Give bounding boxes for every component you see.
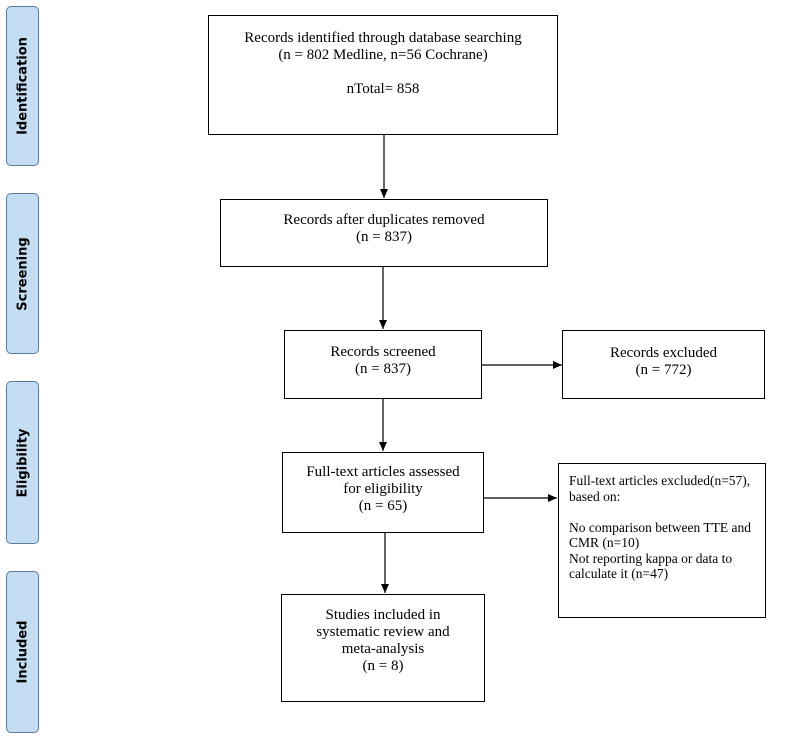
- box-text-line: Full-text articles assessed: [306, 464, 460, 480]
- box-fulltext-assessed: Full-text articles assessed for eligibil…: [282, 452, 484, 533]
- box-text-line: [209, 64, 557, 81]
- box-text-line: (n = 837): [355, 361, 411, 377]
- box-text-line: Records excluded: [609, 345, 718, 361]
- box-text-line: Studies included in: [325, 607, 441, 623]
- box-text-line: (n = 772): [635, 362, 692, 378]
- box-text-line: based on:: [569, 488, 621, 504]
- box-records-screened: Records screened (n = 837): [284, 330, 482, 399]
- box-fulltext-excluded: Full-text articles excluded(n=57), based…: [558, 463, 766, 618]
- box-text-line: Full-text articles excluded(n=57),: [569, 473, 751, 488]
- box-text-line: Records after duplicates removed: [283, 212, 485, 228]
- box-text-line: (n = 8): [362, 658, 404, 674]
- box-text-line: Not reporting kappa or data to: [569, 550, 733, 566]
- box-text-line: (n = 802 Medline, n=56 Cochrane): [278, 47, 488, 63]
- box-text-line: systematic review and: [316, 624, 450, 640]
- stage-identification: Identification: [6, 6, 39, 166]
- box-duplicates-removed: Records after duplicates removed (n = 83…: [220, 199, 548, 267]
- box-text-line: calculate it (n=47): [569, 566, 669, 581]
- box-text-line: Records identified through database sear…: [244, 30, 522, 46]
- box-text-line: (n = 65): [358, 498, 408, 514]
- box-text-line: [569, 504, 757, 520]
- stage-screening: Screening: [6, 193, 39, 354]
- box-text-line: nTotal= 858: [346, 81, 420, 97]
- box-records-identified: Records identified through database sear…: [208, 15, 558, 135]
- box-text-line: for eligibility: [343, 481, 423, 497]
- box-text-line: CMR (n=10): [569, 535, 640, 550]
- box-text-line: No comparison between TTE and: [569, 519, 751, 535]
- box-records-excluded: Records excluded (n = 772): [562, 330, 765, 399]
- box-studies-included: Studies included in systematic review an…: [281, 594, 485, 702]
- box-text-line: meta-analysis: [341, 641, 425, 657]
- stage-eligibility: Eligibility: [6, 381, 39, 544]
- stage-included: Included: [6, 571, 39, 733]
- box-text-line: (n = 837): [356, 229, 412, 245]
- box-text-line: Records screened: [330, 344, 436, 360]
